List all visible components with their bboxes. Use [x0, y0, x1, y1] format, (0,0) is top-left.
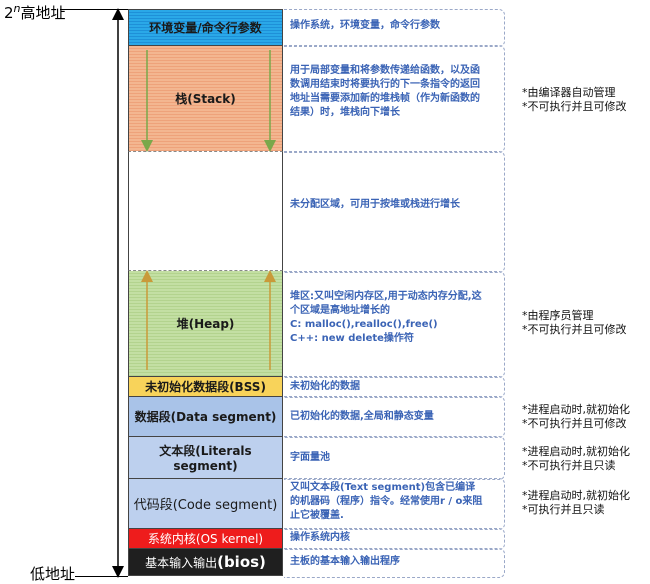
- note-heap-line1: *由程序员管理: [522, 309, 594, 322]
- brace-stack: [284, 45, 505, 153]
- brace-bios: [284, 548, 505, 578]
- note-literals-line2: *不可执行并且只读: [522, 459, 616, 472]
- bottom-tick-line: [75, 576, 128, 577]
- note-data-line1: *进程启动时,就初始化: [522, 403, 630, 416]
- segment-data: 数据段(Data segment): [128, 396, 283, 436]
- bios-suffix: (bios): [217, 553, 266, 571]
- high-address-label: 2n高地址: [4, 2, 66, 23]
- desc-kernel: 操作系统内核: [290, 532, 350, 543]
- brace-data: [284, 396, 505, 438]
- desc-bss: 未初始化的数据: [290, 381, 360, 392]
- desc-heap-line3: C++: new delete操作符: [290, 333, 414, 344]
- desc-heap-line2: C: malloc(),realloc(),free(): [290, 319, 438, 330]
- segment-bss: 未初始化数据段(BSS): [128, 376, 283, 396]
- note-heap: *由程序员管理 *不可执行并且可修改: [522, 309, 627, 337]
- segment-bios: 基本输入输出(bios): [128, 548, 283, 576]
- segment-kernel: 系统内核(OS kernel): [128, 528, 283, 548]
- desc-unallocated: 未分配区域，可用于按堆或栈进行增长: [290, 199, 460, 210]
- desc-heap: 堆区:又叫空闲内存区,用于动态内存分配,这个区域是高地址增长的 C: mallo…: [290, 290, 485, 346]
- desc-stack: 用于局部变量和将参数传递给函数，以及函数调用结束时将要执行的下一条指令的返回地址…: [290, 65, 480, 118]
- bios-prefix: 基本输入输出: [145, 555, 218, 570]
- brace-code: [284, 478, 505, 530]
- desc-literals: 字面量池: [290, 452, 330, 463]
- brace-literals: [284, 436, 505, 480]
- segment-unallocated: [128, 151, 283, 271]
- segment-stack: 栈(Stack): [128, 45, 283, 151]
- high-address-text: 高地址: [20, 4, 66, 22]
- desc-data: 已初始化的数据,全局和静态变量: [290, 411, 434, 422]
- desc-code: 又叫文本段(Text segment)包含已编译的机器码（程序）指令。经常使用r…: [290, 482, 483, 521]
- segment-env: 环境变量/命令行参数: [128, 9, 283, 45]
- top-tick-line: [60, 9, 128, 10]
- desc-bios: 主板的基本输入输出程序: [290, 556, 400, 567]
- brace-kernel: [284, 528, 505, 550]
- desc-env: 操作系统，环境变量，命令行参数: [290, 20, 440, 31]
- note-heap-line2: *不可执行并且可修改: [522, 323, 627, 336]
- note-stack: *由编译器自动管理 *不可执行并且可修改: [522, 86, 627, 114]
- desc-heap-line1: 堆区:又叫空闲内存区,用于动态内存分配,这个区域是高地址增长的: [290, 291, 482, 316]
- note-code-line2: *可执行并且只读: [522, 503, 605, 516]
- low-address-label: 低地址: [30, 565, 76, 583]
- note-data-line2: *不可执行并且可修改: [522, 417, 627, 430]
- segment-code: 代码段(Code segment): [128, 478, 283, 528]
- note-stack-line1: *由编译器自动管理: [522, 86, 616, 99]
- note-literals: *进程启动时,就初始化 *不可执行并且只读: [522, 445, 630, 473]
- note-code-line1: *进程启动时,就初始化: [522, 489, 630, 502]
- note-code: *进程启动时,就初始化 *可执行并且只读: [522, 489, 630, 517]
- note-literals-line1: *进程启动时,就初始化: [522, 445, 630, 458]
- high-address-base: 2: [4, 4, 14, 22]
- brace-heap: [284, 271, 505, 378]
- high-address-exponent: n: [13, 2, 21, 15]
- note-data: *进程启动时,就初始化 *不可执行并且可修改: [522, 403, 630, 431]
- brace-env: [284, 9, 505, 47]
- brace-bss: [284, 376, 505, 398]
- note-stack-line2: *不可执行并且可修改: [522, 100, 627, 113]
- segment-heap: 堆(Heap): [128, 271, 283, 376]
- brace-unallocated: [284, 151, 505, 273]
- segment-literals: 文本段(Literals segment): [128, 436, 283, 478]
